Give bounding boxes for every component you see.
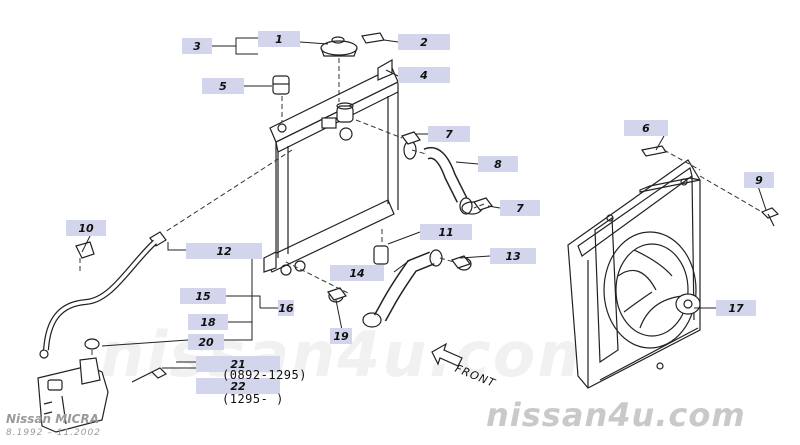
part-label-13[interactable]: 13 <box>490 248 536 264</box>
lower-hose-drawing <box>328 245 472 328</box>
part-label-21[interactable]: 21 <box>196 356 280 372</box>
code-22: (1295- ) <box>222 392 284 406</box>
part-label-15[interactable]: 15 <box>180 288 226 304</box>
part-label-10[interactable]: 10 <box>66 220 106 236</box>
part-label-16[interactable]: 16 <box>278 300 294 316</box>
part-label-18[interactable]: 18 <box>188 314 228 330</box>
part-label-19[interactable]: 19 <box>330 328 352 344</box>
radiator-drawing <box>263 58 399 276</box>
part-label-12[interactable]: 12 <box>186 243 262 259</box>
part-label-14[interactable]: 14 <box>330 265 384 281</box>
part-label-20[interactable]: 20 <box>188 334 224 350</box>
part-label-7-upper[interactable]: 7 <box>428 126 470 142</box>
part-label-6[interactable]: 6 <box>624 120 668 136</box>
part-label-9[interactable]: 9 <box>744 172 774 188</box>
model-years: 8.1992 – 11.2002 <box>6 428 101 438</box>
part-label-3[interactable]: 3 <box>182 38 212 54</box>
dashed-lines <box>79 58 763 356</box>
front-arrow-drawing <box>431 342 463 367</box>
upper-hose-drawing <box>403 140 483 215</box>
fan-shroud-drawing <box>567 145 780 389</box>
code-21: (0892-1295) <box>222 368 307 382</box>
part-label-2[interactable]: 2 <box>398 34 450 50</box>
part-label-22[interactable]: 22 <box>196 378 280 394</box>
part-label-4[interactable]: 4 <box>398 67 450 83</box>
part-label-8[interactable]: 8 <box>478 156 518 172</box>
watermark: nissan4u.com <box>486 396 746 434</box>
part-label-1[interactable]: 1 <box>258 31 300 47</box>
part-label-7-lower[interactable]: 7 <box>500 200 540 216</box>
model-name: Nissan MICRA <box>6 412 99 426</box>
leader-lines <box>81 37 767 369</box>
reservoir-tank-drawing <box>37 231 168 433</box>
part-label-5[interactable]: 5 <box>202 78 244 94</box>
part-label-17[interactable]: 17 <box>716 300 756 316</box>
part-label-11[interactable]: 11 <box>420 224 472 240</box>
radiator-cap-drawing <box>272 32 385 133</box>
